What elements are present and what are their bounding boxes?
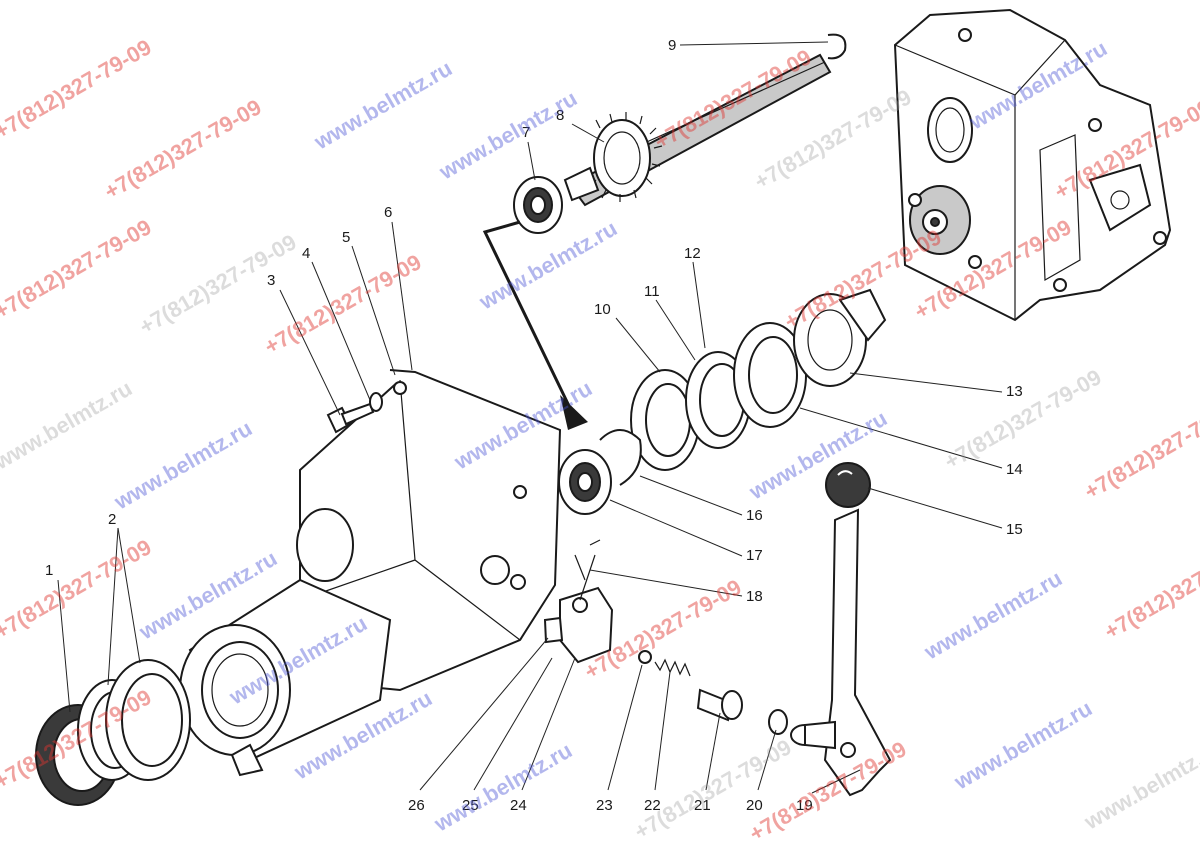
watermark-site: www.belmtz.ru: [0, 375, 136, 474]
callout-6: 6: [384, 204, 392, 221]
watermark-site: www.belmtz.ru: [949, 695, 1096, 794]
ball-23-drawing: [638, 650, 652, 664]
transmission-housing-drawing: [179, 369, 562, 777]
callout-25: 25: [462, 797, 479, 814]
detent-bracket-drawing: [543, 539, 614, 664]
callout-14: 14: [1006, 461, 1023, 478]
spring-22-drawing: [654, 658, 691, 677]
watermark-phone: +7(812)327-79-09: [0, 214, 156, 324]
callout-16: 16: [746, 507, 763, 524]
callout-19: 19: [796, 797, 813, 814]
ball-knob-drawing: [825, 462, 871, 508]
watermark-phone: +7(812)327-79-09: [1100, 534, 1200, 644]
bearing-17-drawing: [558, 449, 612, 515]
watermark-site: www.belmtz.ru: [919, 565, 1066, 664]
callout-2: 2: [108, 511, 116, 528]
callout-10: 10: [594, 301, 611, 318]
callout-26: 26: [408, 797, 425, 814]
watermark-site: www.belmtz.ru: [434, 85, 581, 184]
callout-13: 13: [1006, 383, 1023, 400]
circlip-16-drawing: [599, 429, 642, 486]
callout-21: 21: [694, 797, 711, 814]
watermark-site: www.belmtz.ru: [1079, 735, 1200, 834]
callout-12: 12: [684, 245, 701, 262]
gasket-2-drawing: [77, 659, 191, 781]
callout-9: 9: [668, 37, 676, 54]
callout-7: 7: [522, 124, 530, 141]
callout-24: 24: [510, 797, 527, 814]
watermark-site: www.belmtz.ru: [309, 55, 456, 154]
callout-1: 1: [45, 562, 53, 579]
callout-numbers: 1 2 3 4 5 6 7 8 9 10 11 12 13 14 15 16 1…: [45, 37, 1023, 814]
watermark-phone: +7(812)327-79-09: [0, 34, 156, 144]
callout-3: 3: [267, 272, 275, 289]
synchro-assembly-drawing: [630, 288, 887, 471]
leader-lines: [57, 41, 1003, 794]
callout-23: 23: [596, 797, 613, 814]
watermark-site: www.belmtz.ru: [109, 415, 256, 514]
watermark-phone: +7(812)327-79-09: [650, 44, 816, 154]
watermark-phone: +7(812)327-79-09: [135, 229, 301, 339]
callout-22: 22: [644, 797, 661, 814]
callout-15: 15: [1006, 521, 1023, 538]
washer-4-drawing: [369, 392, 383, 412]
watermark-phone: +7(812)327-79-09: [940, 364, 1106, 474]
watermark-phone: +7(812)327-79-09: [0, 534, 156, 644]
callout-4: 4: [302, 245, 310, 262]
input-shaft-drawing: [563, 33, 847, 207]
shift-lever-drawing: [790, 508, 892, 797]
assembly-arrow: [482, 220, 588, 430]
callout-20: 20: [746, 797, 763, 814]
washer-20-drawing: [768, 709, 788, 735]
callout-5: 5: [342, 229, 350, 246]
callout-18: 18: [746, 588, 763, 605]
callout-17: 17: [746, 547, 763, 564]
callout-11: 11: [644, 283, 660, 300]
plug-21-drawing: [696, 688, 743, 722]
watermark-phone: +7(812)327-79-09: [100, 94, 266, 204]
watermark-phone: +7(812)327-79-09: [1080, 394, 1200, 504]
bolt-3-drawing: [326, 402, 375, 434]
gearbox-housing-drawing: [893, 8, 1172, 322]
bearing-7-drawing: [513, 176, 563, 234]
watermark-phone: +7(812)327-79-09: [260, 249, 426, 359]
callout-8: 8: [556, 107, 564, 124]
